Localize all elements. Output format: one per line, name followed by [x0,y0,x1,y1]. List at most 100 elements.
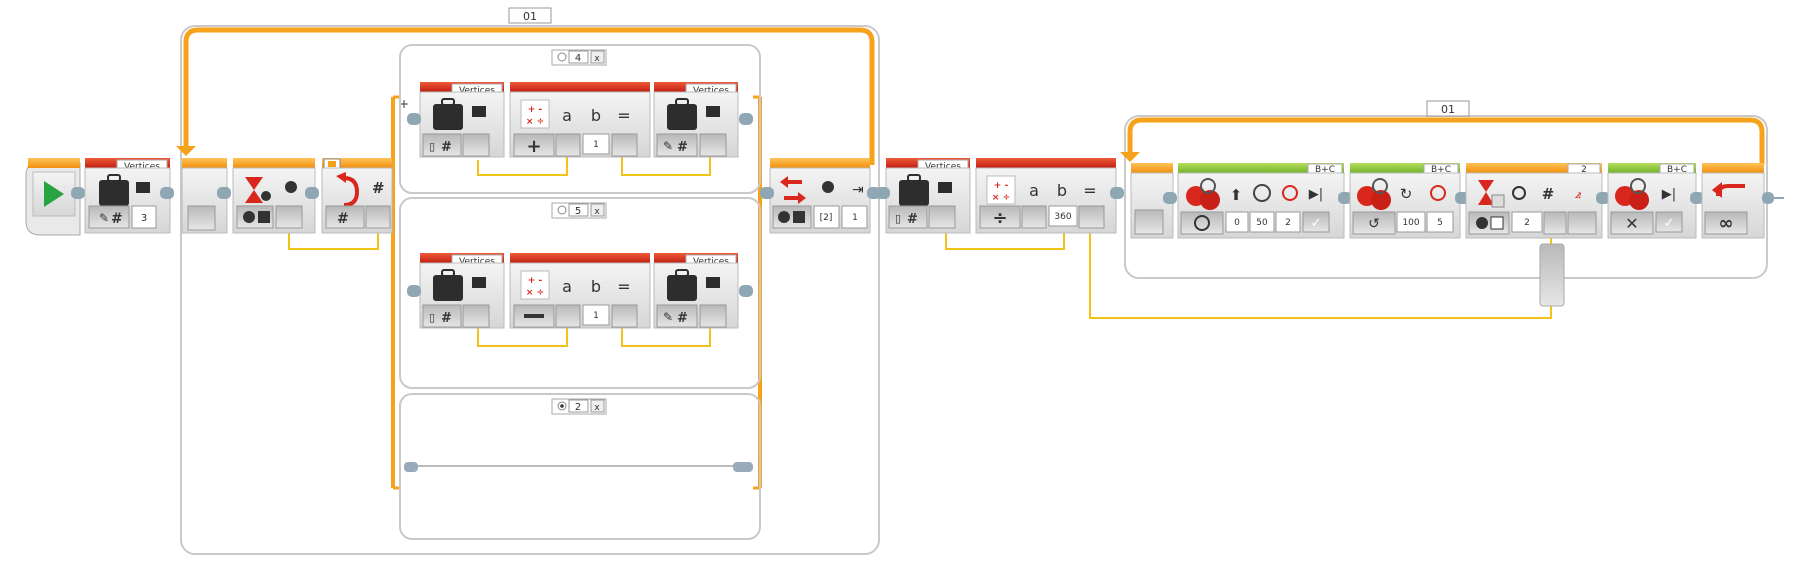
mode-selector[interactable] [656,133,698,157]
input-a[interactable] [555,304,581,328]
svg-text:3: 3 [141,213,147,224]
mode-selector[interactable] [1180,211,1224,235]
input-b[interactable] [582,304,610,326]
duration-field[interactable] [1426,211,1454,233]
rotate-icon: ↻ [1400,185,1413,203]
case-5-variable-write[interactable]: Vertices ✎ # [407,253,753,329]
svg-text:B+C: B+C [1667,165,1687,175]
pencil-icon: ✎ [663,139,673,153]
case-5-math-block[interactable]: + - × ÷ a b = 1 [509,253,651,329]
switch-case-2[interactable]: 2 x [399,393,761,540]
brake-checkbox[interactable] [1302,211,1330,233]
svg-text:=: = [617,277,630,296]
remove-case-button[interactable] [590,399,605,413]
data-port-extension[interactable] [1539,243,1565,307]
steering-wheel-icon [1372,178,1388,194]
minus-icon [524,314,544,318]
loop-exit-block[interactable]: ∞ [1701,163,1784,239]
input-a[interactable] [1021,205,1047,229]
variable-value-field[interactable] [131,205,157,229]
brake-checkbox[interactable] [1655,211,1683,233]
pencil-icon: ✎ [99,211,109,225]
math-icon [520,99,550,129]
brake-icon: ▶| [1662,187,1676,202]
input-b[interactable] [1048,205,1078,227]
svg-text:5: 5 [1437,218,1443,228]
mode-selector[interactable] [1610,211,1654,235]
power-field[interactable] [1249,211,1275,233]
svg-text:360: 360 [1054,212,1071,222]
svg-text:Vertices: Vertices [693,257,729,267]
svg-text:× ÷: × ÷ [992,193,1010,203]
svg-text:#: # [372,179,385,197]
switch-case-5[interactable]: 5 x [399,197,761,389]
wait-block[interactable]: 2 # ⦨ 2 [1465,163,1610,307]
wait-value-field[interactable] [1511,211,1543,233]
svg-text:#: # [111,211,123,227]
divide-icon: ÷ [992,208,1007,229]
inner-loop-entry-block[interactable] [1130,163,1177,239]
mode-selector[interactable] [422,304,462,328]
add-case-icon[interactable]: + [399,97,409,111]
case-4-variable-read[interactable]: Vertices ▯ # [419,82,505,158]
sequence-plug[interactable] [71,187,85,199]
loop-name-field[interactable] [508,7,552,24]
loop-entry-block[interactable] [181,158,231,234]
steering-field[interactable] [1225,211,1249,233]
input-a[interactable] [555,133,581,157]
play-icon[interactable] [44,181,64,207]
array-index-field[interactable] [813,205,840,229]
infinity-icon: ∞ [1719,213,1734,234]
book-icon: ▯ [429,311,435,324]
math-mode-divide[interactable] [979,205,1021,229]
array-value-field[interactable] [841,205,868,229]
default-case-radio[interactable] [557,205,567,215]
mode-selector[interactable] [888,205,928,229]
move-steering-block[interactable]: B+C ⬆ ▶| 0 50 2 ✓ [1177,163,1352,239]
data-wires [288,147,1552,347]
loop-block-main[interactable]: 01 [176,7,880,555]
default-case-radio[interactable] [557,52,567,62]
motor-stop-block[interactable]: B+C ▶| ✕ ✓ [1607,163,1704,239]
mode-selector[interactable] [422,133,462,157]
inner-loop-name-field[interactable] [1426,100,1470,117]
input-b[interactable] [582,133,610,155]
mode-selector[interactable] [88,205,130,229]
case-4-variable-write[interactable]: Vertices ✎ # [407,82,753,158]
sensor-block[interactable] [232,158,319,234]
remove-case-button[interactable] [590,203,605,217]
case-4-math-block[interactable]: + - × ÷ a b = + 1 [509,82,651,158]
svg-text:#: # [441,140,452,155]
loop-mode-selector[interactable] [1704,211,1748,235]
svg-text:Vertices: Vertices [693,86,729,96]
svg-text:#: # [337,211,349,227]
case-5-variable-read[interactable]: Vertices ▯ # [419,253,505,329]
sequence-plug[interactable] [404,462,418,472]
start-block[interactable] [25,158,85,236]
loop-index-block[interactable]: # # [321,158,393,234]
post-variable-read[interactable]: Vertices ▯ # [876,158,971,234]
power-field[interactable] [1396,211,1426,233]
mode-selector[interactable] [325,205,365,229]
clock-icon [1194,215,1210,231]
suitcase-small-icon [136,182,150,193]
mode-selector[interactable] [1352,211,1396,235]
move-turn-block[interactable]: B+C ↻ ↺ 100 5 [1349,163,1469,239]
brake-icon: ▶| [1309,187,1323,202]
svg-text:x: x [594,54,600,64]
variable-write-block[interactable]: Vertices ✎ # 3 [84,158,174,234]
remove-case-button[interactable] [590,50,605,64]
divide-math-block[interactable]: + - × ÷ a b = ÷ 360 [975,158,1124,234]
math-mode-add[interactable] [513,133,555,157]
array-sensor-block[interactable]: ⇥ [2] 1 [760,158,881,234]
duration-field[interactable] [1275,211,1301,233]
suitcase-icon [99,180,129,206]
switch-case-4[interactable]: 4 x [399,44,761,194]
sequence-plug[interactable] [733,462,753,472]
svg-text:Vertices: Vertices [124,162,160,172]
svg-text:[2]: [2] [820,213,833,223]
duration-icon [1282,185,1298,201]
svg-text:x: x [594,207,600,217]
mode-selector[interactable] [656,304,698,328]
